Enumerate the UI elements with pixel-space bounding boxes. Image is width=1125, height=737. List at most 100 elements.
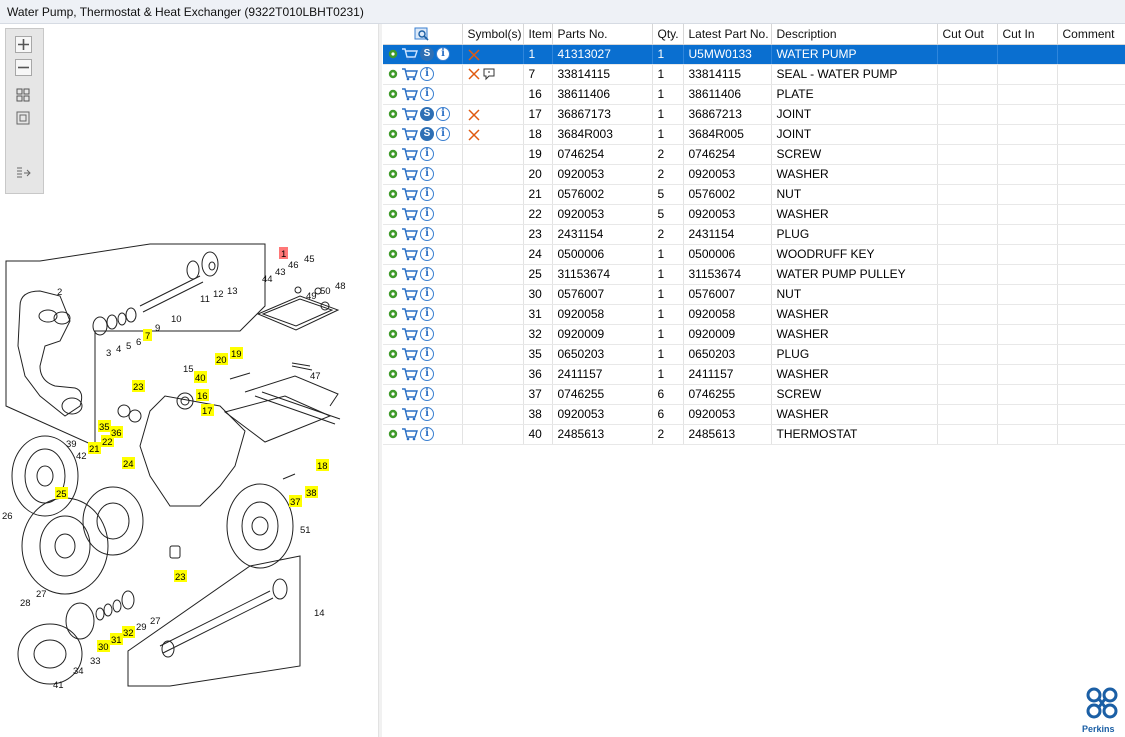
cart-icon[interactable] (401, 428, 418, 441)
gear-icon[interactable] (387, 168, 399, 180)
gear-icon[interactable] (387, 428, 399, 440)
cart-icon[interactable] (401, 208, 418, 221)
gear-icon[interactable] (387, 128, 399, 140)
column-header-cut-out[interactable]: Cut Out (937, 24, 998, 45)
info-icon[interactable]: i (420, 227, 434, 242)
cart-icon[interactable] (401, 68, 418, 81)
zoom-out-button[interactable] (15, 59, 32, 76)
gear-icon[interactable] (387, 388, 399, 400)
info-icon[interactable]: i (420, 327, 434, 342)
gear-icon[interactable] (387, 208, 399, 220)
gear-icon[interactable] (387, 228, 399, 240)
cart-icon[interactable] (401, 128, 418, 141)
info-icon[interactable]: i (436, 127, 450, 142)
info-icon[interactable]: i (436, 107, 450, 122)
column-header-qty[interactable]: Qty. (652, 24, 684, 45)
cart-icon[interactable] (401, 308, 418, 321)
cart-icon[interactable] (401, 288, 418, 301)
column-header-cut-in[interactable]: Cut In (997, 24, 1058, 45)
column-header-description[interactable]: Description (771, 24, 938, 45)
fit-all-button[interactable] (15, 87, 32, 104)
info-icon[interactable]: i (420, 247, 434, 262)
gear-icon[interactable] (387, 108, 399, 120)
cart-icon[interactable] (401, 268, 418, 281)
gear-icon[interactable] (387, 188, 399, 200)
pane-splitter[interactable] (378, 24, 382, 737)
cart-icon[interactable] (401, 228, 418, 241)
column-header-parts-no[interactable]: Parts No. (552, 24, 653, 45)
column-header-comment[interactable]: Comment (1057, 24, 1125, 45)
info-icon[interactable]: i (420, 367, 434, 382)
gear-icon[interactable] (387, 88, 399, 100)
cart-icon[interactable] (401, 408, 418, 421)
info-icon[interactable]: i (420, 67, 434, 82)
cart-icon[interactable] (401, 188, 418, 201)
cart-icon[interactable] (401, 108, 418, 121)
supersession-icon[interactable]: S (420, 107, 434, 122)
info-icon[interactable]: i (420, 347, 434, 362)
cart-icon[interactable] (401, 148, 418, 161)
toggle-panel-button[interactable] (15, 165, 32, 182)
gear-icon[interactable] (387, 408, 399, 420)
info-icon[interactable]: i (436, 47, 450, 62)
gear-icon[interactable] (387, 68, 399, 80)
fit-page-button[interactable] (15, 110, 32, 127)
info-icon[interactable]: i (420, 207, 434, 222)
cart-icon[interactable] (401, 48, 418, 61)
note-balloon-icon[interactable] (482, 67, 496, 81)
supersession-icon[interactable]: S (420, 127, 434, 142)
gear-icon[interactable] (387, 348, 399, 360)
cart-icon[interactable] (401, 368, 418, 381)
info-icon[interactable]: i (420, 167, 434, 182)
info-icon[interactable]: i (420, 187, 434, 202)
cart-icon[interactable] (401, 248, 418, 261)
gear-icon[interactable] (387, 368, 399, 380)
info-icon[interactable]: i (420, 87, 434, 102)
info-icon[interactable]: i (420, 307, 434, 322)
gear-icon[interactable] (387, 308, 399, 320)
supersession-icon[interactable]: S (420, 47, 434, 62)
info-icon[interactable]: i (420, 287, 434, 302)
cart-icon[interactable] (401, 88, 418, 101)
diagram-pane[interactable]: 1 7 16 17 18 19 20 21 22 23 23 24 25 30 … (0, 24, 378, 737)
gear-icon[interactable] (387, 288, 399, 300)
column-header-symbols[interactable]: Symbol(s) (462, 24, 524, 45)
cart-icon[interactable] (401, 388, 418, 401)
column-header-actions[interactable] (383, 24, 463, 45)
info-icon[interactable]: i (420, 387, 434, 402)
refresh-gear-icon[interactable] (387, 48, 399, 60)
info-icon[interactable]: i (420, 267, 434, 282)
gear-icon[interactable] (387, 268, 399, 280)
column-header-latest[interactable]: Latest Part No. (683, 24, 772, 45)
info-icon[interactable]: i (420, 147, 434, 162)
gear-icon[interactable] (387, 148, 399, 160)
info-icon[interactable]: i (420, 407, 434, 422)
gear-icon[interactable] (387, 328, 399, 340)
info-icon[interactable]: i (420, 427, 434, 442)
cart-icon[interactable] (401, 328, 418, 341)
gear-icon[interactable] (387, 248, 399, 260)
zoom-in-button[interactable] (15, 36, 32, 53)
cart-icon[interactable] (401, 348, 418, 361)
cart-icon[interactable] (401, 168, 418, 181)
